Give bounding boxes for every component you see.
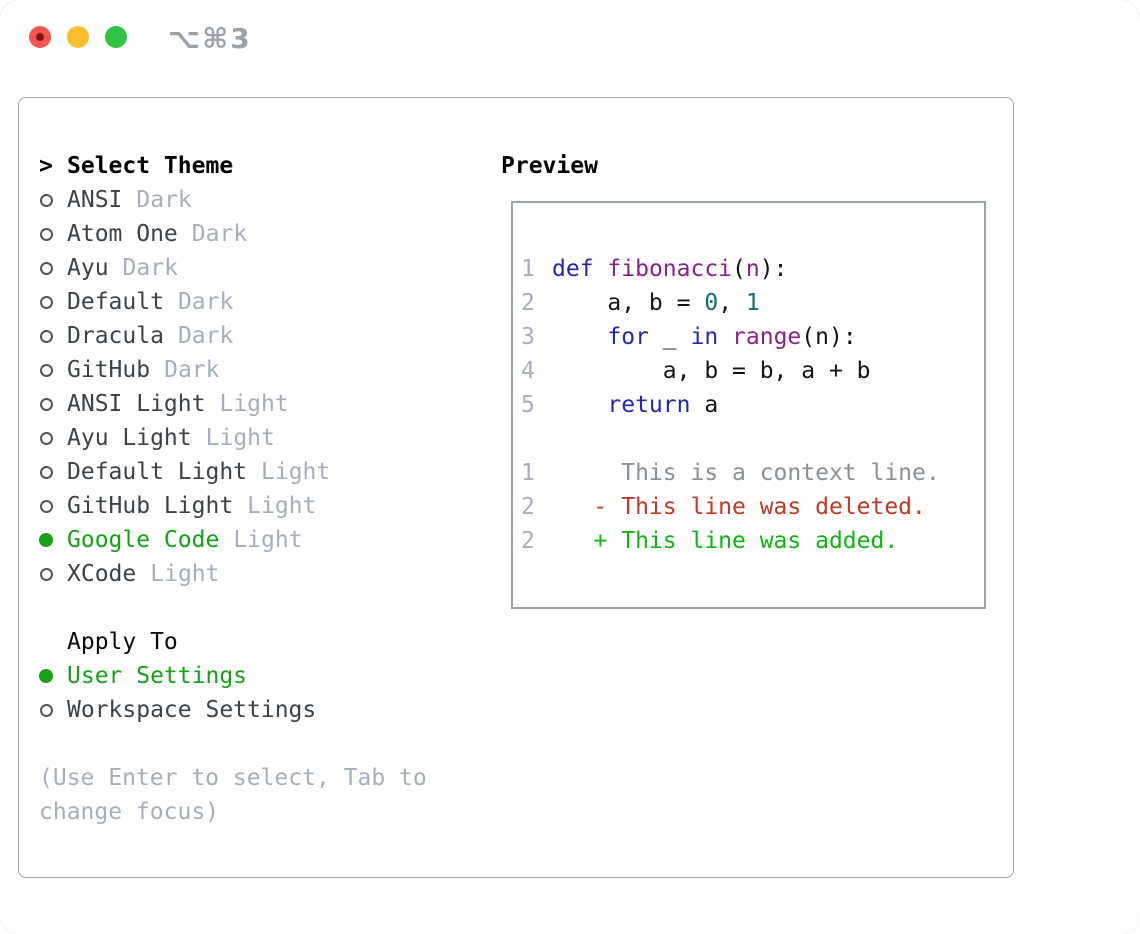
- theme-option-atom-one[interactable]: Atom One Dark: [39, 217, 479, 251]
- theme-variant-tag: Light: [233, 527, 303, 553]
- line-number: 2: [521, 494, 535, 520]
- radio-ring-icon: [40, 261, 53, 275]
- theme-variant-tag: Light: [219, 391, 289, 417]
- theme-variant-tag: Light: [150, 561, 220, 587]
- theme-option-dracula[interactable]: Dracula Dark: [39, 319, 479, 353]
- theme-option-label: Ayu Light: [67, 425, 192, 451]
- spacer: [39, 591, 479, 625]
- maximize-button[interactable]: [105, 26, 127, 48]
- line-number: 1: [521, 460, 535, 486]
- theme-option-ayu-light[interactable]: Ayu Light Light: [39, 421, 479, 455]
- theme-option-label: Default Light: [67, 459, 248, 485]
- minimize-button[interactable]: [67, 26, 89, 48]
- theme-option-google-code[interactable]: Google Code Light: [39, 523, 479, 557]
- code-line: 5 return a: [521, 392, 719, 418]
- radio-ring-icon: [40, 703, 53, 717]
- spacer: [39, 727, 479, 761]
- line-number: 3: [521, 324, 535, 350]
- theme-option-label: XCode: [67, 561, 137, 587]
- theme-option-label: Dracula: [67, 323, 164, 349]
- radio-ring-icon: [40, 465, 53, 479]
- theme-variant-tag: Dark: [136, 187, 192, 213]
- deleted-diff-line: 2 - This line was deleted.: [521, 494, 926, 520]
- line-number: 5: [521, 392, 535, 418]
- selected-dot-icon: [39, 533, 53, 547]
- selected-dot-icon: [39, 669, 53, 683]
- theme-option-label: Ayu: [67, 255, 109, 281]
- theme-variant-tag: Light: [205, 425, 275, 451]
- theme-option-label: Google Code: [67, 527, 220, 553]
- radio-ring-icon: [40, 363, 53, 377]
- radio-ring-icon: [40, 227, 53, 241]
- theme-option-label: GitHub Light: [67, 493, 234, 519]
- code-line: 4 a, b = b, a + b: [521, 358, 871, 384]
- line-number: 4: [521, 358, 535, 384]
- radio-ring-icon: [40, 567, 53, 581]
- code-line: 3 for _ in range(n):: [521, 324, 857, 350]
- blank-code-line: [521, 422, 984, 456]
- theme-option-default[interactable]: Default Dark: [39, 285, 479, 319]
- context-diff-line: 1 This is a context line.: [521, 460, 940, 486]
- select-theme-header: > Select Theme: [39, 149, 479, 183]
- theme-option-label: ANSI Light: [67, 391, 206, 417]
- theme-option-ayu[interactable]: Ayu Dark: [39, 251, 479, 285]
- apply-option-user-settings[interactable]: User Settings: [39, 659, 479, 693]
- radio-ring-icon: [40, 499, 53, 513]
- theme-option-ansi-light[interactable]: ANSI Light Light: [39, 387, 479, 421]
- keyboard-hint-text: (Use Enter to select, Tab to change focu…: [39, 765, 441, 825]
- theme-option-ansi[interactable]: ANSI Dark: [39, 183, 479, 217]
- theme-variant-tag: Dark: [122, 255, 178, 281]
- theme-option-github-light[interactable]: GitHub Light Light: [39, 489, 479, 523]
- radio-ring-icon: [40, 295, 53, 309]
- theme-option-xcode[interactable]: XCode Light: [39, 557, 479, 591]
- select-theme-title: Select Theme: [67, 153, 234, 179]
- code-line: 2 a, b = 0, 1: [521, 290, 760, 316]
- theme-variant-tag: Dark: [177, 289, 234, 315]
- line-number: 2: [521, 290, 535, 316]
- apply-to-header: Apply To: [39, 625, 479, 659]
- line-number: 1: [521, 256, 535, 282]
- added-diff-line: 2 + This line was added.: [521, 528, 899, 554]
- radio-ring-icon: [40, 329, 53, 343]
- apply-option-workspace-settings[interactable]: Workspace Settings: [39, 693, 479, 727]
- focus-cursor-icon: >: [39, 153, 53, 179]
- theme-option-label: GitHub: [67, 357, 151, 383]
- theme-option-github[interactable]: GitHub Dark: [39, 353, 479, 387]
- radio-ring-icon: [40, 193, 53, 207]
- theme-option-label: ANSI: [67, 187, 123, 213]
- radio-ring-icon: [40, 431, 53, 445]
- radio-ring-icon: [40, 397, 53, 411]
- theme-variant-tag: Light: [261, 459, 331, 485]
- theme-variant-tag: Dark: [177, 323, 234, 349]
- line-number: 2: [521, 528, 535, 554]
- theme-option-default-light[interactable]: Default Light Light: [39, 455, 479, 489]
- theme-variant-tag: Dark: [191, 221, 248, 247]
- theme-option-label: Atom One: [67, 221, 178, 247]
- theme-variant-tag: Dark: [164, 357, 220, 383]
- preview-title: Preview: [501, 153, 598, 179]
- apply-option-label: User Settings: [67, 663, 248, 689]
- apply-to-title: Apply To: [67, 629, 178, 655]
- title-bar: ⌥⌘3: [0, 0, 1140, 75]
- theme-variant-tag: Light: [247, 493, 317, 519]
- close-button[interactable]: [29, 26, 51, 48]
- theme-option-label: Default: [67, 289, 164, 315]
- apply-option-label: Workspace Settings: [67, 697, 317, 723]
- keyboard-shortcut-label: ⌥⌘3: [168, 22, 252, 55]
